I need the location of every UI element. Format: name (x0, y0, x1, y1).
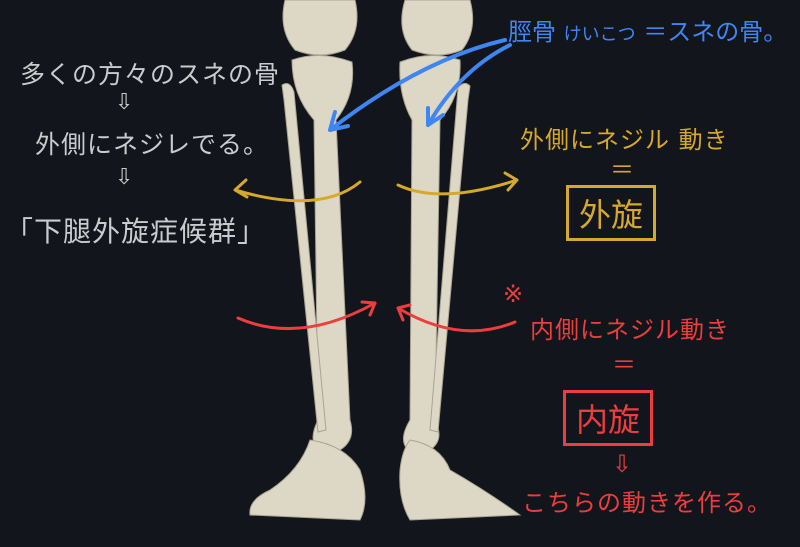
right-foot (399, 439, 522, 521)
yellow-rotation-arrow-left (233, 178, 362, 203)
left-femur-condyles (282, 0, 358, 56)
red-rotation-arrow-right (396, 303, 517, 333)
syndrome-name: 「下腿外旋症候群」 (5, 215, 267, 248)
tibia-annotation: 脛骨 けいこつ ＝スネの骨。 (508, 12, 787, 47)
blue-arrow-right-tibia (426, 43, 512, 127)
blue-arrow-left-tibia (328, 38, 507, 132)
down-arrow-1: ⇩ (115, 90, 135, 115)
right-fibula (429, 82, 471, 433)
left-fibula (281, 83, 327, 433)
right-tibia (399, 55, 461, 451)
yellow-rotation-arrow-right (396, 171, 519, 196)
internal-rotation-caption: 内側にネジル動き (530, 316, 730, 344)
tibia-reading: けいこつ (563, 24, 636, 45)
internal-rotation-note: こちらの動きを作る。 (522, 489, 772, 517)
down-arrow-red: ⇩ (612, 450, 634, 478)
down-arrow-2: ⇩ (115, 165, 135, 190)
left-foot (249, 439, 366, 521)
note-mark: ※ (503, 280, 525, 308)
external-rotation-caption: 外側にネジル 動き (520, 126, 729, 154)
red-rotation-arrow-left (236, 300, 377, 331)
tibia-definition: ＝スネの骨。 (643, 18, 788, 46)
note-line-1: 多くの方々のスネの骨 (20, 60, 281, 89)
right-femur-condyles (401, 0, 474, 56)
internal-rotation-term-box: 内旋 (563, 390, 654, 446)
left-tibia (291, 55, 354, 451)
external-equals: ＝ (610, 156, 635, 184)
internal-rotation-term: 内旋 (576, 401, 641, 439)
note-line-2: 外側にネジレでる。 (35, 130, 270, 159)
internal-equals: ＝ (612, 351, 637, 379)
external-rotation-term: 外旋 (579, 196, 644, 234)
tibia-term: 脛骨 (508, 18, 556, 46)
external-rotation-term-box: 外旋 (566, 185, 657, 241)
